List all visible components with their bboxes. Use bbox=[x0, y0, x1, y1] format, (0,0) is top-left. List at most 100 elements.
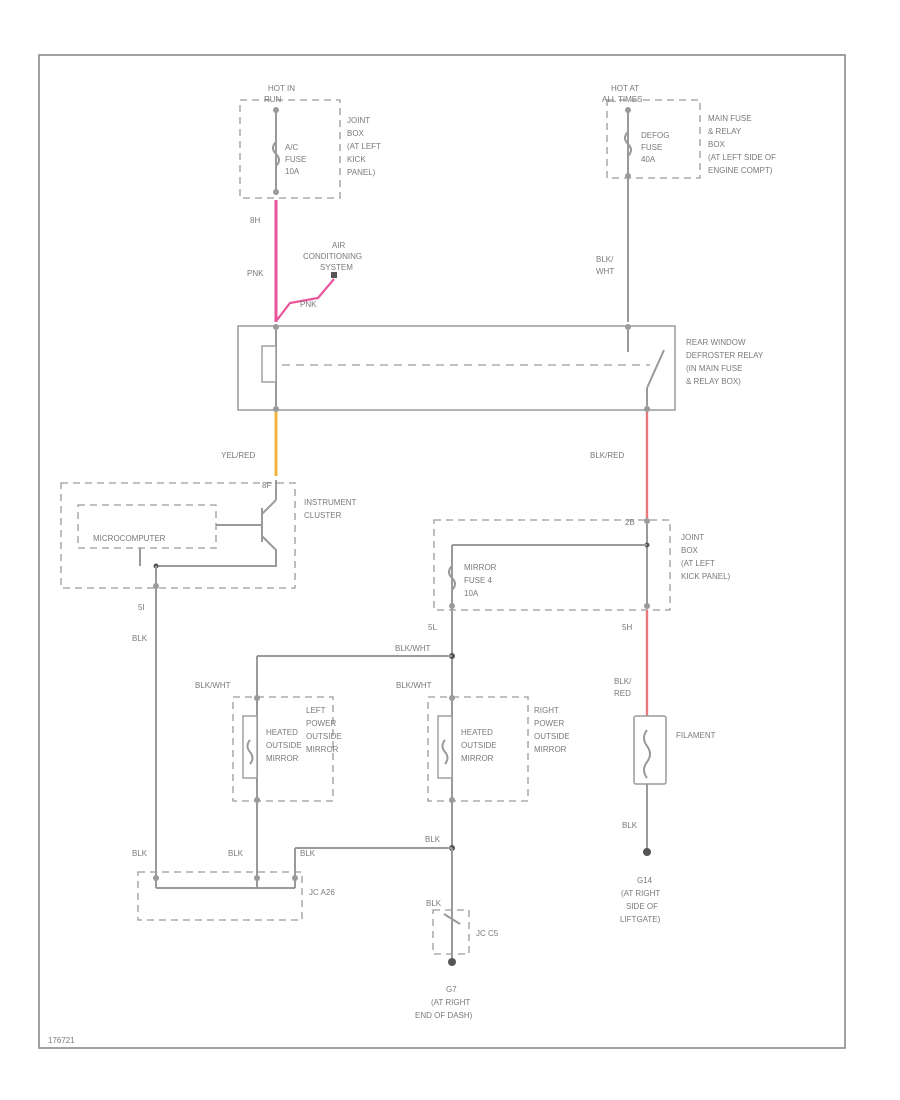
svg-text:RUN: RUN bbox=[264, 95, 282, 104]
svg-text:HOT IN: HOT IN bbox=[268, 84, 295, 93]
svg-text:MIRROR: MIRROR bbox=[464, 563, 497, 572]
ac-system-branch-wire bbox=[276, 278, 335, 321]
svg-text:SIDE OF: SIDE OF bbox=[626, 902, 658, 911]
svg-text:(AT LEFT: (AT LEFT bbox=[347, 142, 381, 151]
pin-2b-label: 2B bbox=[625, 518, 635, 527]
left-mirror-name-label: LEFT POWER OUTSIDE MIRROR bbox=[306, 706, 342, 754]
ac-fuse-terminal-bottom bbox=[273, 189, 279, 195]
cluster-transistor bbox=[158, 499, 277, 567]
svg-text:OUTSIDE: OUTSIDE bbox=[461, 741, 497, 750]
svg-text:(AT RIGHT: (AT RIGHT bbox=[431, 998, 470, 1007]
defog-fuse-label: DEFOG FUSE 40A bbox=[641, 131, 669, 164]
wire-blk-b-label: BLK bbox=[300, 849, 316, 858]
right-mirror-terminal-bottom bbox=[449, 797, 455, 803]
relay-coil bbox=[261, 345, 277, 383]
svg-text:AIR: AIR bbox=[332, 241, 346, 250]
svg-text:10A: 10A bbox=[285, 167, 300, 176]
instrument-cluster-label: INSTRUMENT CLUSTER bbox=[304, 498, 357, 520]
svg-text:OUTSIDE: OUTSIDE bbox=[266, 741, 302, 750]
diagram-frame bbox=[38, 54, 846, 1049]
wire-blk-f-label: BLK bbox=[622, 821, 638, 830]
svg-text:MIRROR: MIRROR bbox=[266, 754, 299, 763]
jc-a26-terminal-1 bbox=[153, 875, 159, 881]
svg-text:(IN MAIN FUSE: (IN MAIN FUSE bbox=[686, 364, 742, 373]
svg-text:BOX: BOX bbox=[347, 129, 365, 138]
svg-text:10A: 10A bbox=[464, 589, 479, 598]
wire-blk-wht-left-label: BLK/WHT bbox=[195, 681, 231, 690]
left-mirror-terminal-top bbox=[254, 695, 260, 701]
wire-blk-d-label: BLK bbox=[228, 849, 244, 858]
jc-a26-box bbox=[137, 871, 303, 921]
jc-a26-terminal-2 bbox=[254, 875, 260, 881]
defog-fuse-terminal-top bbox=[625, 107, 631, 113]
relay-terminal-4 bbox=[644, 406, 650, 412]
svg-text:(AT LEFT: (AT LEFT bbox=[681, 559, 715, 568]
ground-g14-label: G14 (AT RIGHT SIDE OF LIFTGATE) bbox=[620, 876, 661, 924]
relay-terminal-2 bbox=[273, 406, 279, 412]
right-mirror-terminal-top bbox=[449, 695, 455, 701]
svg-text:WHT: WHT bbox=[596, 267, 614, 276]
wire-blk-wht-bus-label: BLK/WHT bbox=[395, 644, 431, 653]
svg-text:CLUSTER: CLUSTER bbox=[304, 511, 342, 520]
jc-a26-terminal-3 bbox=[292, 875, 298, 881]
wire-blk-wht-top-label: BLK/ WHT bbox=[596, 255, 614, 276]
filament-icon bbox=[643, 729, 651, 779]
main-fuse-box bbox=[606, 99, 701, 179]
left-mirror-terminal-bottom bbox=[254, 797, 260, 803]
svg-text:MIRROR: MIRROR bbox=[461, 754, 494, 763]
svg-text:G7: G7 bbox=[446, 985, 457, 994]
right-mirror-heater bbox=[437, 715, 453, 779]
svg-text:CONDITIONING: CONDITIONING bbox=[303, 252, 362, 261]
svg-text:A/C: A/C bbox=[285, 143, 299, 152]
pin-8f-label: 8F bbox=[262, 481, 271, 490]
junction-mid-terminal-bottom bbox=[644, 603, 650, 609]
right-mirror-name-label: RIGHT POWER OUTSIDE MIRROR bbox=[534, 706, 570, 754]
right-mirror-label: HEATED OUTSIDE MIRROR bbox=[461, 728, 497, 763]
svg-text:FUSE: FUSE bbox=[641, 143, 662, 152]
microcomputer-label: MICROCOMPUTER bbox=[93, 534, 166, 543]
wire-yel-red-label: YEL/RED bbox=[221, 451, 255, 460]
svg-text:REAR WINDOW: REAR WINDOW bbox=[686, 338, 746, 347]
hot-at-all-times-label: HOT AT ALL TIMES bbox=[602, 84, 642, 104]
svg-text:RIGHT: RIGHT bbox=[534, 706, 559, 715]
mirror-fuse-label: MIRROR FUSE 4 10A bbox=[464, 563, 497, 598]
svg-text:HEATED: HEATED bbox=[461, 728, 493, 737]
instrument-cluster-box bbox=[60, 482, 296, 589]
svg-text:RED: RED bbox=[614, 689, 631, 698]
jc-a26-label: JC A26 bbox=[309, 888, 335, 897]
wire-blk-mid-label: BLK bbox=[425, 835, 441, 844]
jc-c5-label: JC C5 bbox=[476, 929, 499, 938]
junction-mid-terminal-top bbox=[644, 518, 650, 524]
svg-text:SYSTEM: SYSTEM bbox=[320, 263, 353, 272]
left-mirror-label: HEATED OUTSIDE MIRROR bbox=[266, 728, 302, 763]
jc-c5-box bbox=[432, 909, 470, 955]
wire-blk-wht-right-label: BLK/WHT bbox=[396, 681, 432, 690]
wire-5i-label: 5I bbox=[138, 603, 145, 612]
svg-text:OUTSIDE: OUTSIDE bbox=[534, 732, 570, 741]
mirror-fuse-symbol bbox=[448, 565, 456, 591]
svg-text:KICK PANEL): KICK PANEL) bbox=[681, 572, 731, 581]
svg-text:HEATED: HEATED bbox=[266, 728, 298, 737]
svg-text:HOT AT: HOT AT bbox=[611, 84, 639, 93]
left-mirror-heater-icon bbox=[246, 739, 254, 765]
junction-box-top bbox=[239, 99, 341, 199]
wire-pnk2-label: PNK bbox=[300, 300, 317, 309]
svg-text:DEFROSTER RELAY: DEFROSTER RELAY bbox=[686, 351, 764, 360]
wire-blk-red-label: BLK/RED bbox=[590, 451, 624, 460]
svg-text:40A: 40A bbox=[641, 155, 656, 164]
svg-text:END OF DASH): END OF DASH) bbox=[415, 1011, 473, 1020]
relay-terminal-3 bbox=[625, 324, 631, 330]
svg-text:(AT LEFT SIDE OF: (AT LEFT SIDE OF bbox=[708, 153, 776, 162]
svg-text:MAIN FUSE: MAIN FUSE bbox=[708, 114, 752, 123]
svg-text:MIRROR: MIRROR bbox=[534, 745, 567, 754]
ac-system-label: AIR CONDITIONING SYSTEM bbox=[303, 241, 362, 272]
svg-text:ALL TIMES: ALL TIMES bbox=[602, 95, 642, 104]
svg-text:FUSE: FUSE bbox=[285, 155, 306, 164]
svg-text:POWER: POWER bbox=[306, 719, 336, 728]
ground-g14-point bbox=[643, 848, 651, 856]
right-mirror-heater-icon bbox=[441, 739, 449, 765]
jc-c5-link bbox=[443, 913, 461, 925]
right-mirror-box bbox=[427, 696, 529, 802]
relay-contact-arm bbox=[646, 349, 665, 389]
svg-text:& RELAY: & RELAY bbox=[708, 127, 742, 136]
